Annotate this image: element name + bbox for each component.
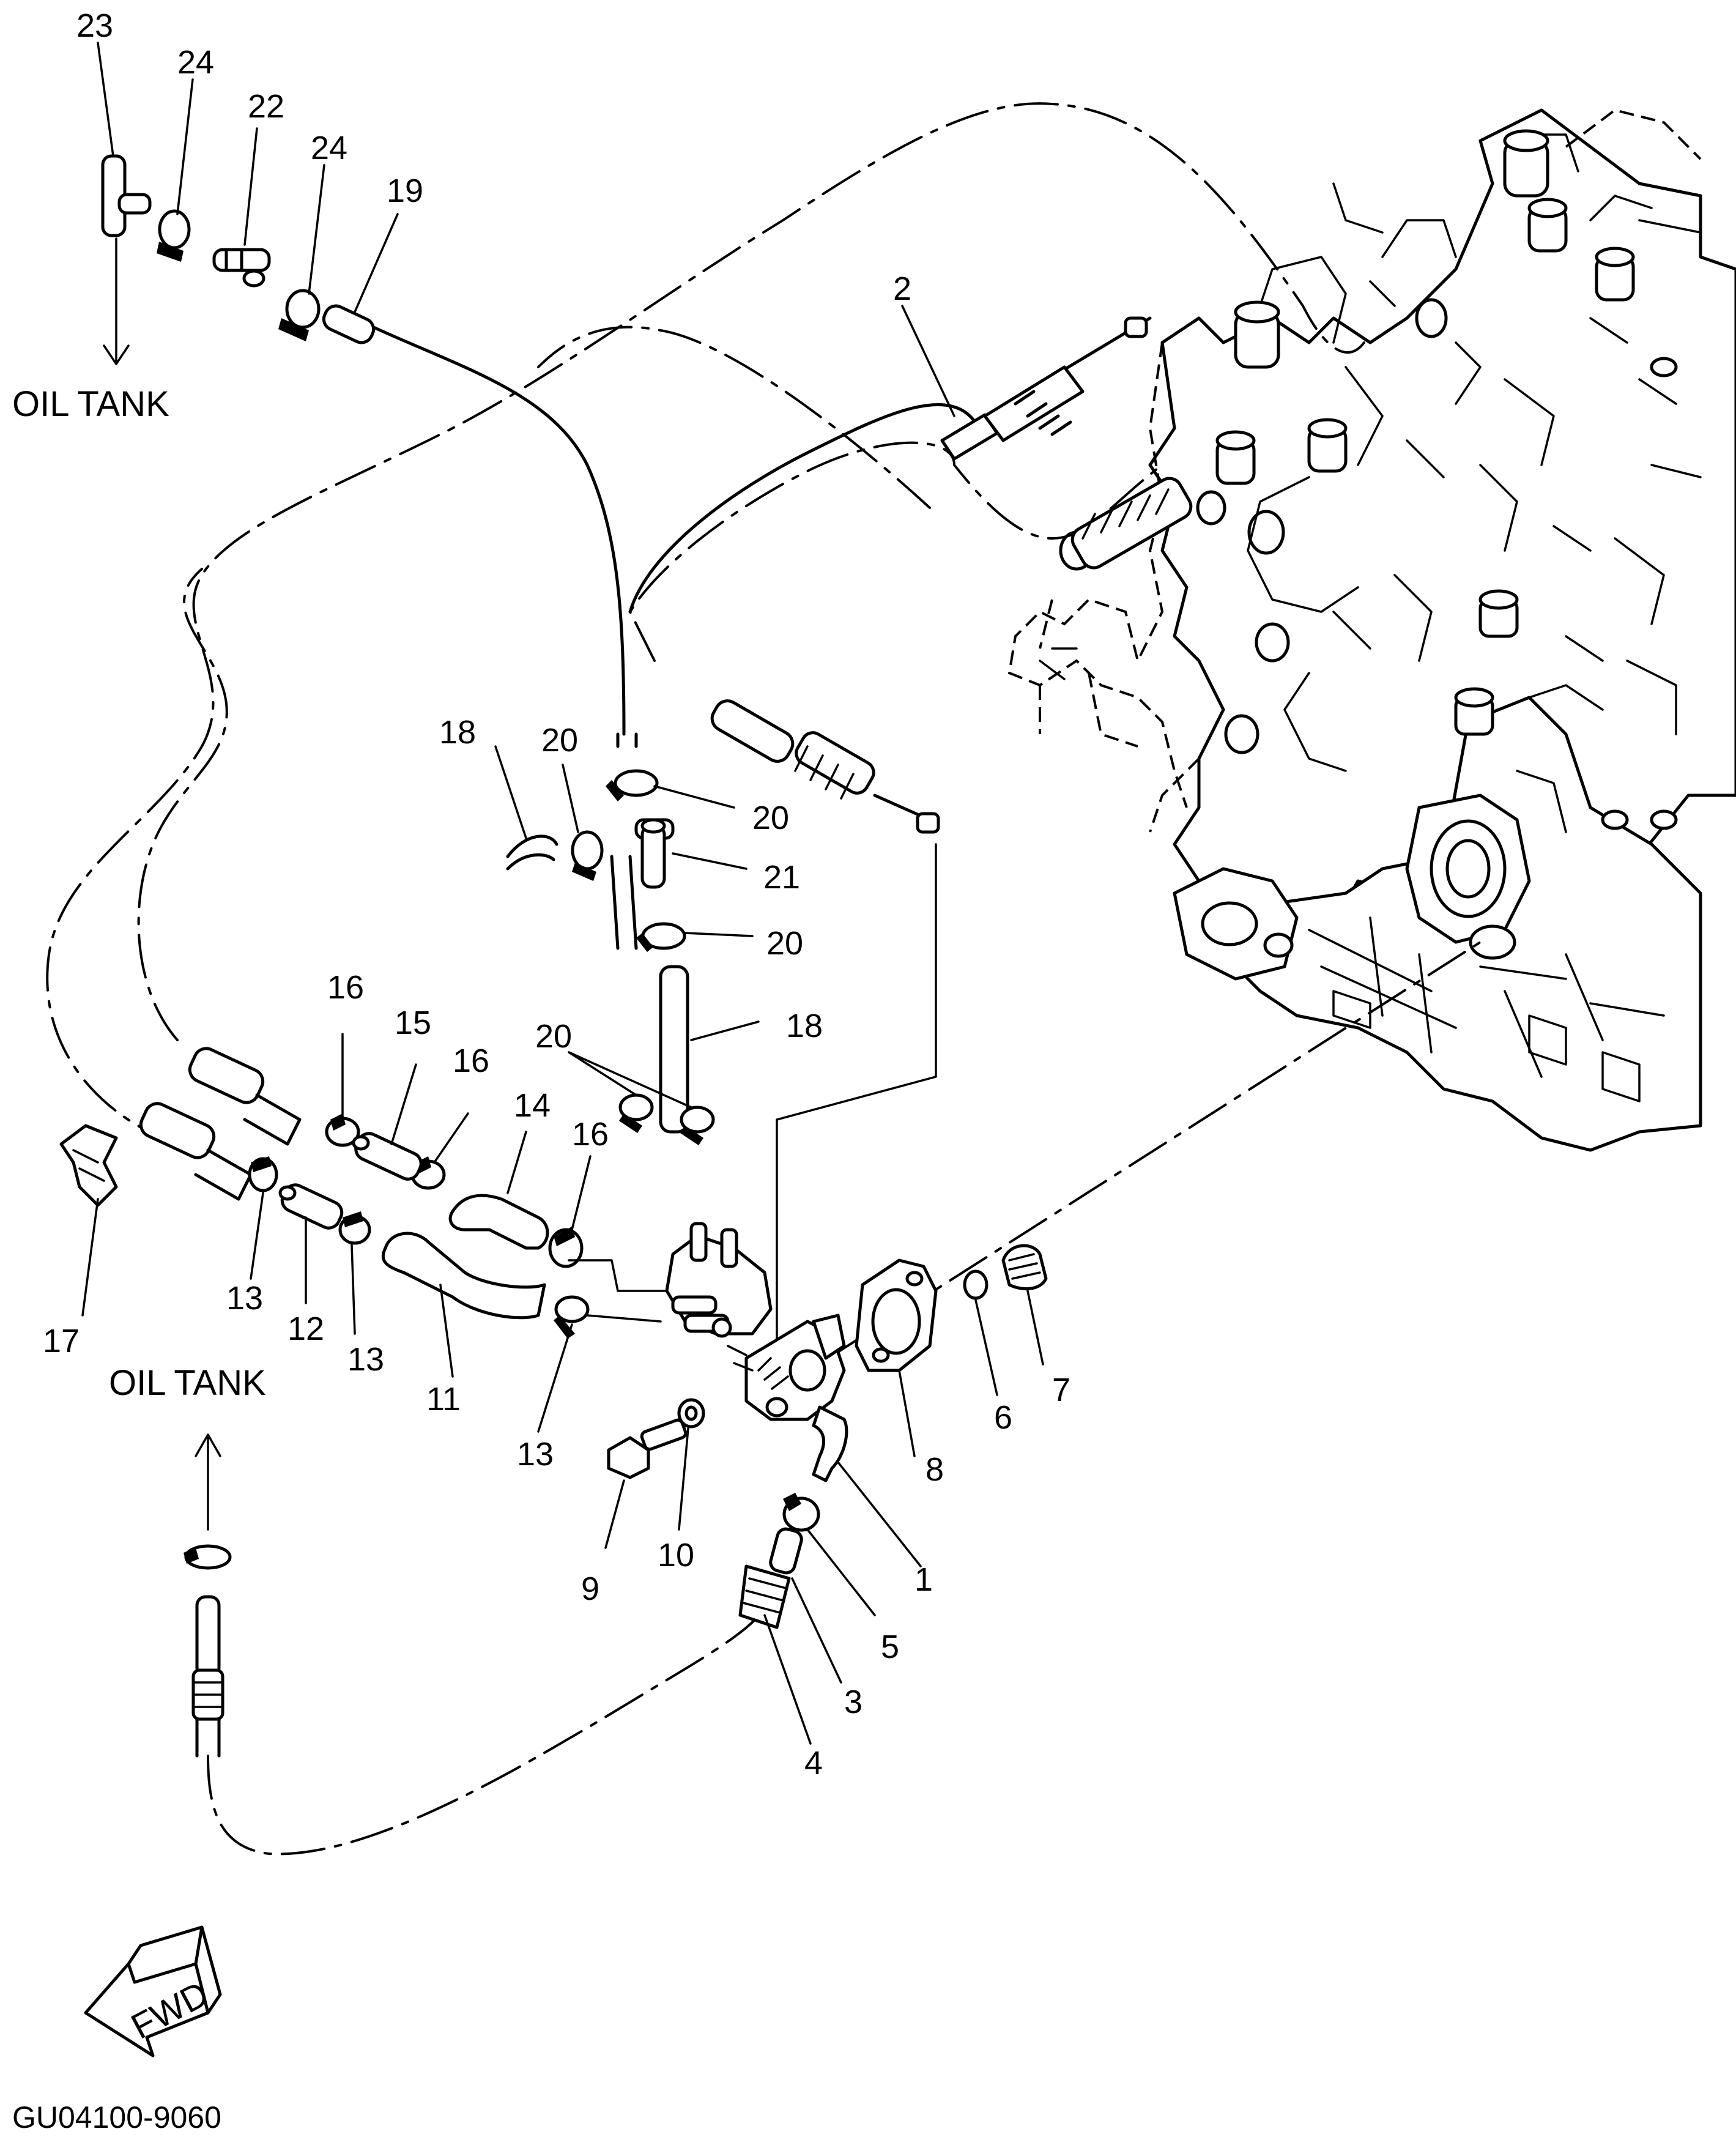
callout-16-b: 16	[453, 1042, 489, 1079]
tee-joint-23	[101, 154, 152, 365]
joint-22	[212, 248, 271, 288]
hose-routing-lines	[46, 102, 1482, 1856]
callout-20-b: 20	[752, 800, 789, 836]
bracket-17	[59, 1124, 118, 1207]
oil-tank-label-top: OIL TANK	[12, 384, 169, 424]
hose-clamp-5	[782, 1493, 820, 1532]
callout-23: 23	[76, 7, 113, 44]
callout-10: 10	[658, 1537, 694, 1574]
callout-4: 4	[804, 1745, 823, 1782]
callout-21: 21	[763, 859, 800, 896]
text-labels: OIL TANK OIL TANK FWD GU04100-9060	[12, 384, 266, 2135]
hose-clamp-16-a	[325, 1113, 360, 1147]
callout-6: 6	[994, 1399, 1012, 1436]
check-valve-12	[278, 1183, 344, 1230]
callout-15: 15	[395, 1005, 431, 1041]
hose-clamp-24-b	[278, 289, 321, 341]
callout-17: 17	[43, 1323, 80, 1359]
callout-20-c: 20	[766, 925, 803, 962]
o-ring-6	[963, 1269, 989, 1300]
hose-clamp-24-a	[157, 209, 191, 262]
callout-19: 19	[387, 173, 423, 209]
oil-pump-1	[665, 1222, 848, 1482]
callout-2: 2	[893, 270, 911, 307]
bolt-9	[607, 1418, 688, 1479]
hose-clamp-20-e	[680, 1106, 715, 1145]
forward-direction-arrow	[84, 1925, 222, 2057]
drawing-code: GU04100-9060	[12, 2100, 221, 2135]
callout-leaders	[81, 42, 1044, 1745]
engine-block-illustration	[1007, 108, 1736, 1152]
hose-clamp-20-b	[571, 830, 604, 881]
callout-24-lower: 24	[311, 130, 347, 166]
tee-joint-21	[634, 818, 675, 889]
callout-1: 1	[914, 1561, 933, 1598]
callout-5: 5	[881, 1629, 899, 1665]
oil-tank-hose-fitting	[184, 1433, 232, 1758]
callout-20-a: 20	[541, 722, 578, 759]
callout-9: 9	[581, 1570, 599, 1607]
callout-22: 22	[248, 88, 284, 125]
callout-13-c: 13	[517, 1436, 554, 1473]
hose-clamp-20-c	[636, 922, 686, 952]
gasket-8	[855, 1258, 938, 1372]
callout-13-b: 13	[347, 1341, 384, 1378]
callout-18-upper: 18	[439, 714, 476, 751]
callout-24-top: 24	[177, 44, 214, 81]
callout-12: 12	[287, 1310, 324, 1347]
callout-3: 3	[844, 1684, 862, 1720]
drive-gear-7	[1001, 1244, 1048, 1291]
callout-13-a: 13	[226, 1280, 263, 1317]
callout-7: 7	[1052, 1372, 1070, 1408]
callout-14: 14	[514, 1087, 551, 1124]
hose-clamp-13-c	[554, 1295, 590, 1339]
oil-tank-label-bottom: OIL TANK	[109, 1363, 266, 1403]
hose-clamp-16-c	[548, 1227, 584, 1268]
hose-clamp-20-d	[618, 1093, 654, 1133]
callout-20-d: 20	[535, 1018, 572, 1055]
callout-numbers: 23 24 22 24 19 2 18 20 20 21 20 18 20 16…	[43, 7, 1070, 1782]
hose-fitting-3-4	[738, 1527, 803, 1629]
control-cable-2	[710, 316, 1193, 834]
check-valve-15	[352, 1132, 423, 1181]
hose-clamp-13-b	[338, 1211, 371, 1245]
hose-clamp-20-a	[606, 769, 659, 801]
hose-clamp-13-a	[248, 1156, 278, 1192]
callout-11: 11	[426, 1381, 461, 1418]
callout-16-c: 16	[572, 1116, 609, 1153]
parts-illustrations	[59, 154, 1193, 2057]
callout-18-lower: 18	[786, 1008, 823, 1044]
callout-8: 8	[925, 1451, 944, 1488]
callout-16-a: 16	[327, 969, 364, 1006]
